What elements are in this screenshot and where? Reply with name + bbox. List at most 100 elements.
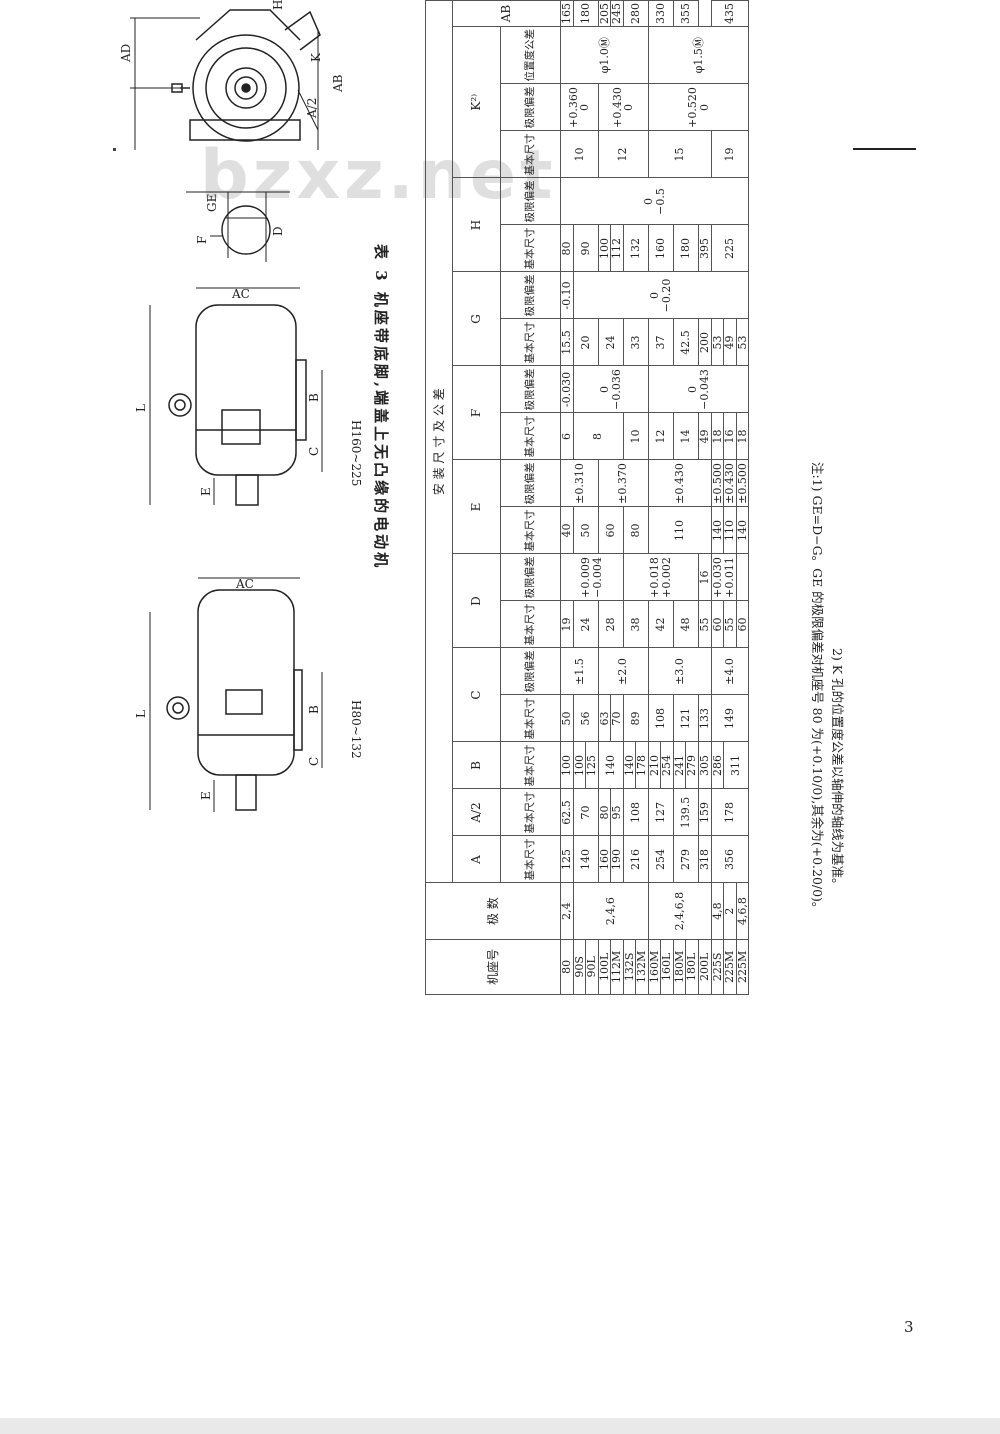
ab-cell: 395 [698,225,712,272]
g-cell: 20 [573,319,599,366]
c-cell: 121 [673,695,699,742]
c-cell: 70 [610,695,624,742]
a-cell: 160 [598,836,611,883]
a-cell: 190 [610,836,624,883]
g-tol-cell: 0−0.20 [573,272,749,319]
b-cell: 279 [685,742,699,789]
table-row: 100L 160 80 140 63 ±2.0 28 60 ±0.370 24 … [598,0,649,995]
b-cell: 140 [598,742,624,789]
a2-cell: 178 [711,789,749,836]
sub-tol: 极限偏差 [500,460,561,507]
col-b: B [452,742,501,789]
k-tol-value: 0 [578,104,592,111]
frame-cell: 100L [598,939,611,995]
b-cell: 241 [673,742,686,789]
frame-cell: 90S [573,939,586,995]
b-cell: 254 [660,742,674,789]
e-cell: 110 [648,507,712,554]
k-tol-value: 0 [622,104,636,111]
a2-cell: 80 [598,789,611,836]
f-tol-value: −0.043 [697,369,711,410]
h-tol-cell: 0−0.5 [560,178,749,225]
e-tol-cell: ±0.430 [648,460,712,507]
d-cell: 42 [648,601,674,648]
b-cell: 286 [711,742,724,789]
h-cell: 225 [711,225,749,272]
poles-cell: 4,6,8 [736,883,749,940]
e-cell: 50 [573,507,599,554]
ab-cell: 280 [623,0,649,27]
e-tol-cell: ±0.370 [598,460,649,507]
col-a: A [452,836,501,883]
col-f: F [452,366,501,460]
frame-cell: 200L [698,939,712,995]
label-h80: H80~132 [349,700,363,759]
k-cell: 10 [560,131,599,178]
table-row: 80 2,4 125 62.5 100 50 ±1.5 19 +0.009−0.… [560,0,749,995]
k-pos-cell: φ1.5Ⓜ [648,26,749,84]
f-cell: 16 [698,554,712,601]
a-cell: 254 [648,836,674,883]
ab-cell: 330 [648,0,674,27]
f-tol-cell: -0.030 [560,366,574,413]
sub-tol: 极限偏差 [500,178,561,225]
note-1: 注:1) GE=D−G。GE 的极限偏差对机座号 80 为(+0.10/0),其… [810,462,825,915]
col-poles-header: 极 数 [425,883,561,940]
k-pos-cell: φ1.0Ⓜ [560,26,649,84]
frame-cell: 132S [623,939,636,995]
k-cell: 19 [711,131,749,178]
page-number: 3 [904,1318,914,1336]
c-tol-cell: ±4.0 [711,648,749,695]
e-tol-cell: ±0.500 [711,460,724,507]
d-tol-value: +0.011 [722,557,736,598]
k-cell: 15 [648,131,712,178]
k-tol-value: 0 [697,104,711,111]
dim-f: F [195,236,209,244]
c-cell: 133 [698,695,712,742]
a-cell: 356 [711,836,749,883]
col-d: D [452,554,501,648]
col-g: G [452,272,501,366]
f-cell: 18 [736,413,749,460]
e-cell: 80 [623,507,649,554]
shaft-section-drawing [186,191,290,262]
c-cell: 50 [560,695,574,742]
frame-cell: 160L [660,939,674,995]
sub-basic: 基本尺寸 [500,601,561,648]
f-cell: 6 [560,413,574,460]
h-cell: 200 [698,319,712,366]
b-cell: 305 [698,742,712,789]
dim-ac-1: AC [235,577,254,591]
a-cell: 318 [698,836,712,883]
h-cell: 112 [610,225,624,272]
dimension-table: 机座号 极 数 安 装 尺 寸 及 公 差 A A/2 B C D E F G … [425,0,749,995]
g-cell: 49 [698,413,712,460]
sub-basic: 基本尺寸 [500,319,561,366]
poles-cell: 2,4,6,8 [648,883,712,940]
group-header: 安 装 尺 寸 及 公 差 [425,0,453,883]
note-2: 2) K 孔的位置度公差以轴伸的轴线为基准。 [830,648,845,891]
sub-tol: 极限偏差 [500,366,561,413]
c-cell: 89 [623,695,649,742]
frame-cell: 90L [585,939,599,995]
table-row: 160M 2,4,6,8 254 127 210 108 ±3.0 42 110… [648,0,749,995]
dim-ac-2: AC [231,287,250,301]
sub-tol: 极限偏差 [500,84,561,131]
dim-ge: GE [205,194,219,212]
d-cell: 48 [673,601,699,648]
g-cell: 42.5 [673,319,699,366]
frame-cell: 180L [685,939,699,995]
f-cell: 18 [711,413,724,460]
e-tol-cell: ±0.430 [723,460,737,507]
a2-cell: 62.5 [560,789,574,836]
dot-mark [113,148,116,151]
frame-cell: 80 [560,939,574,995]
d-tol-cell: +0.018+0.002 [623,554,699,601]
dim-b-1: B [307,705,321,714]
d-tol-cell: +0.009−0.004 [560,554,624,601]
c-cell: 108 [648,695,674,742]
h-cell: 90 [573,225,599,272]
